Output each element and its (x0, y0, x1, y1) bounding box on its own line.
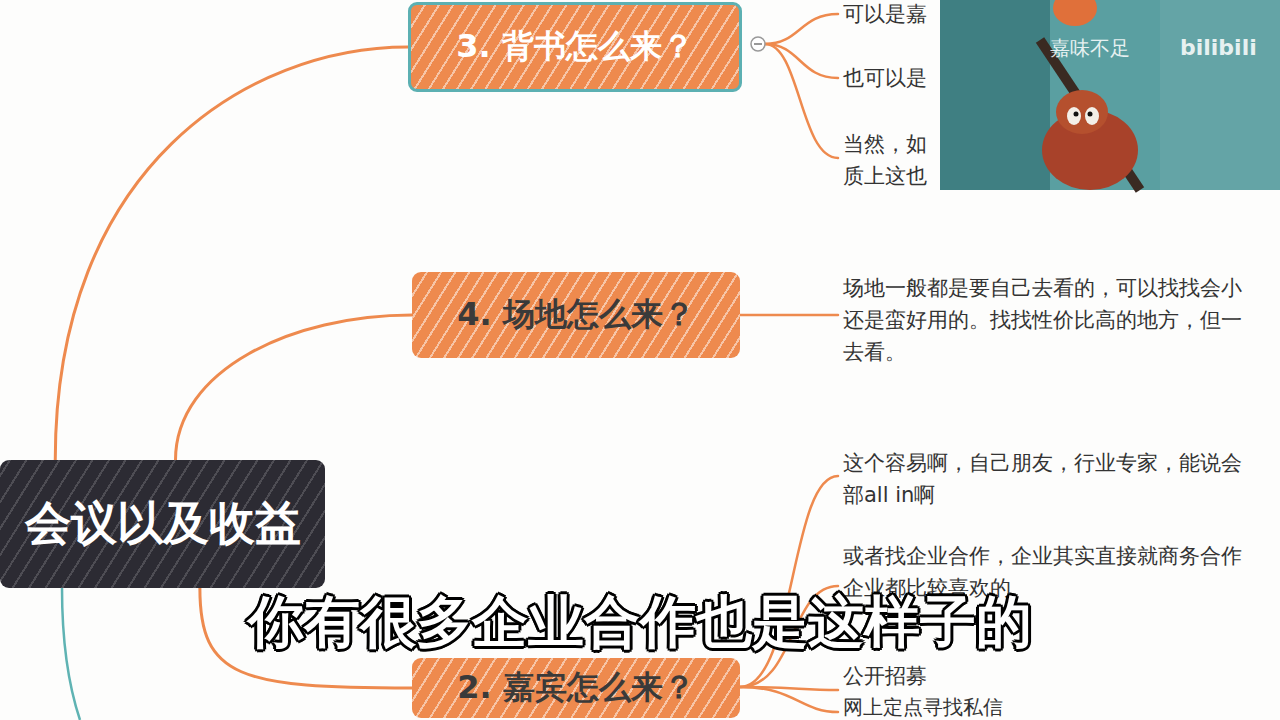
leader-line (740, 314, 838, 317)
note-text: 也可以是 (843, 66, 927, 90)
leader-line (740, 687, 838, 712)
note-text: 公开招募 (843, 664, 927, 688)
subtitle: 你有很多企业合作也是这样子的 (248, 594, 1032, 650)
note-text: 这个容易啊，自己朋友，行业专家，能说会 部all in啊 (843, 447, 1250, 511)
watermark-logo: bilibili (1180, 36, 1257, 60)
branch-topic: 4. 场地怎么来？ (412, 272, 740, 358)
collapse-toggle-minus (754, 43, 762, 45)
topic-text: 2. 嘉宾怎么来？ (457, 666, 695, 710)
leader-line (765, 44, 838, 158)
note-text: 当然，如 质上这也 (843, 128, 933, 192)
branch-topic: 3. 背书怎么来？ (408, 2, 742, 92)
leader-line (740, 476, 838, 687)
note-text: 网上定点寻找私信 (843, 696, 1003, 718)
branch-line (62, 588, 80, 720)
root-topic: 会议以及收益 (0, 460, 325, 588)
note-text: 场地一般都是要自己去看的，可以找找会小 还是蛮好用的。找找性价比高的地方，但一 … (843, 272, 1250, 368)
branch-topic: 2. 嘉宾怎么来？ (412, 658, 740, 718)
collapse-toggle (751, 37, 765, 51)
watermark: 嘉味不足 (1050, 36, 1130, 60)
topic-text: 4. 场地怎么来？ (457, 293, 695, 337)
branch-connector (176, 315, 413, 460)
note-text: 可以是嘉 (843, 2, 927, 26)
topic-text: 会议以及收益 (25, 493, 301, 555)
leader-line (765, 14, 838, 44)
subtitle-bar: 你有很多企业合作也是这样子的 (0, 594, 1280, 650)
topic-text: 3. 背书怎么来？ (456, 25, 694, 69)
branch-connector (55, 47, 408, 460)
video-overlay (940, 0, 1280, 190)
